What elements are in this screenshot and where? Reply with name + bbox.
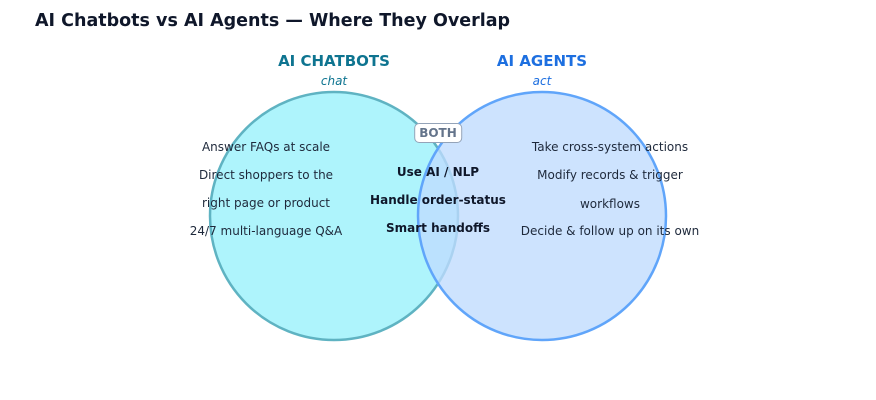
chatbots-title: AI CHATBOTS (278, 52, 390, 70)
agents-item: workflows (579, 197, 641, 211)
both-item: Smart handoffs (386, 221, 490, 235)
agents-item: Decide & follow up on its own (520, 224, 700, 238)
agents-item: Take cross-system actions (531, 140, 689, 154)
both-badge: BOTH (414, 123, 462, 143)
agents-title: AI AGENTS (496, 52, 588, 70)
chatbots-item: right page or product (201, 196, 331, 210)
agents-item: Modify records & trigger (537, 168, 683, 182)
chatbots-subtitle: chat (320, 74, 348, 88)
chatbots-item: Direct shoppers to the (198, 168, 334, 182)
chatbots-item: Answer FAQs at scale (201, 140, 331, 154)
chatbots-item: 24/7 multi-language Q&A (189, 224, 343, 238)
both-item: Handle order-status (370, 193, 506, 207)
agents-circle (416, 90, 668, 342)
both-item: Use AI / NLP (396, 165, 480, 179)
agents-subtitle: act (532, 74, 552, 88)
page-title: AI Chatbots vs AI Agents — Where They Ov… (35, 11, 511, 31)
